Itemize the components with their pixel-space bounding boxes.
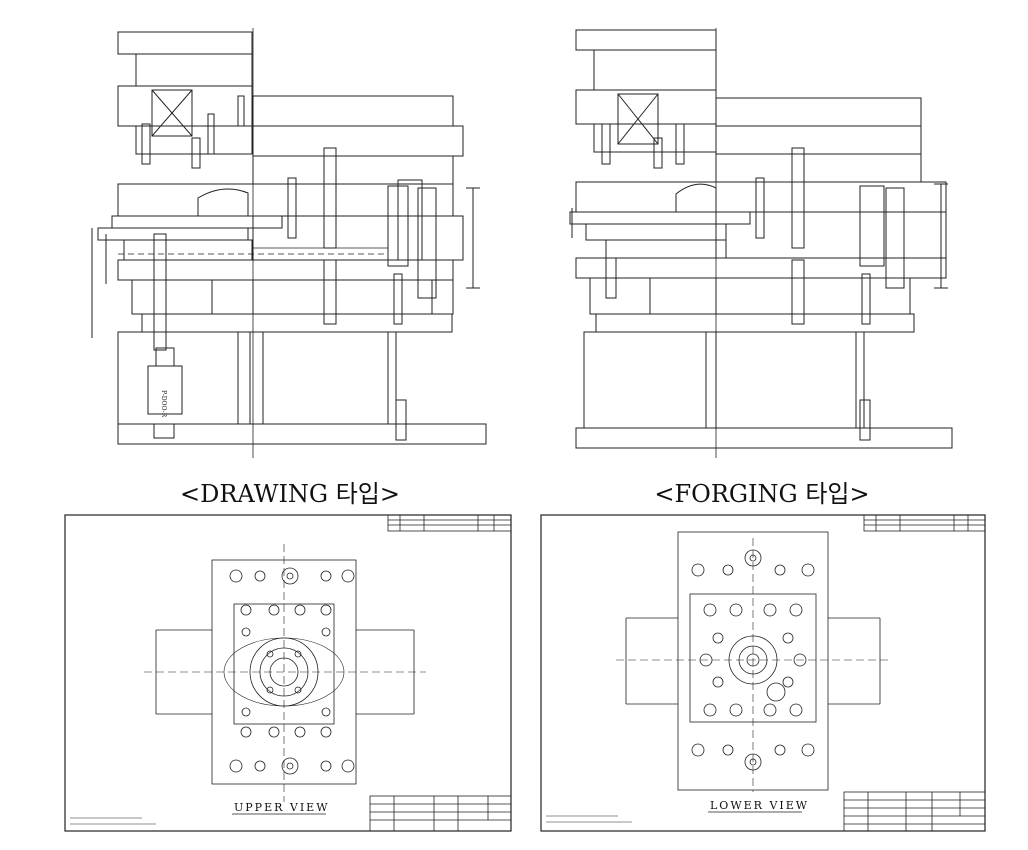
upper-view-drawing-sheet: UPPER VIEW: [64, 514, 512, 832]
forging-type-caption: <FORGING 타입>: [654, 480, 870, 508]
upper-view-label: UPPER VIEW: [234, 801, 330, 814]
drawing-type-section-view: P-DOO-R: [88, 28, 498, 458]
lower-view-label: LOWER VIEW: [710, 799, 809, 812]
svg-text:P-DOO-R: P-DOO-R: [160, 390, 167, 418]
lower-view-drawing-sheet: LOWER VIEW: [540, 514, 986, 832]
forging-type-section-view: [566, 28, 966, 458]
drawing-type-caption: <DRAWING 타입>: [180, 480, 400, 508]
